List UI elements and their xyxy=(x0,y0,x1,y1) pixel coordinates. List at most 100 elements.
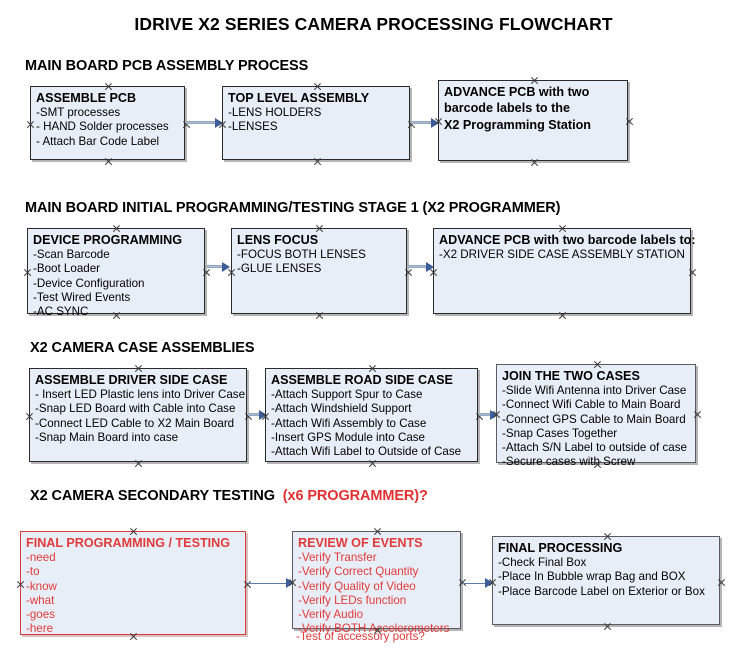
box-line: -Scan Barcode xyxy=(33,248,110,261)
section-heading-main-board-initial-programming: MAIN BOARD INITIAL PROGRAMMING/TESTING S… xyxy=(25,200,561,216)
connection-handle-bottom[interactable] xyxy=(134,459,143,468)
arrow-head-icon xyxy=(485,578,493,588)
box-title: ASSEMBLE ROAD SIDE CASE xyxy=(271,373,453,387)
connection-handle-bottom[interactable] xyxy=(558,311,567,320)
connection-handle-bottom[interactable] xyxy=(603,622,612,631)
connector-lens-focus-to-advance-pcb xyxy=(408,265,430,268)
box-line: -LENS HOLDERS xyxy=(228,106,322,119)
box-top-level-assembly-content: TOP LEVEL ASSEMBLY -LENS HOLDERS -LENSES xyxy=(223,87,409,138)
box-final-processing[interactable]: FINAL PROCESSING -Check Final Box -Place… xyxy=(492,536,720,625)
connection-handle-bottom[interactable] xyxy=(315,311,324,320)
box-line: -X2 DRIVER SIDE CASE ASSEMBLY STATION xyxy=(439,248,685,261)
box-line: -Verify Correct Quantity xyxy=(298,565,419,579)
box-line: -Verify Audio xyxy=(298,608,364,622)
box-line: -Verify Quality of Video xyxy=(298,579,416,593)
connection-handle-right[interactable] xyxy=(688,268,697,277)
box-line: -Attach Wifi Assembly to Case xyxy=(271,416,427,430)
connector-final-programming-to-review xyxy=(247,583,292,584)
arrow-head-icon xyxy=(215,118,223,128)
box-line: - HAND Solder processes xyxy=(36,120,169,134)
box-line: -Verify Transfer xyxy=(298,551,377,564)
box-assemble-driver-side-case-content: ASSEMBLE DRIVER SIDE CASE - Insert LED P… xyxy=(30,369,246,448)
section-heading-text: X2 CAMERA SECONDARY TESTING xyxy=(30,488,275,504)
arrow-head-icon xyxy=(490,410,498,420)
page-title: IDRIVE X2 SERIES CAMERA PROCESSING FLOWC… xyxy=(134,14,613,34)
box-device-programming[interactable]: DEVICE PROGRAMMING -Scan Barcode -Boot L… xyxy=(27,228,205,318)
box-line: -Insert GPS Module into Case xyxy=(271,430,426,444)
box-final-programming-testing-content: FINAL PROGRAMMING / TESTING -need -to -k… xyxy=(21,532,245,640)
section-heading-main-board-pcb-assembly: MAIN BOARD PCB ASSEMBLY PROCESS xyxy=(25,58,309,74)
box-lens-focus-content: LENS FOCUS -FOCUS BOTH LENSES -GLUE LENS… xyxy=(232,229,406,280)
box-line: -Verify LEDs function xyxy=(298,593,407,607)
box-line: -Place In Bubble wrap Bag and BOX xyxy=(498,570,686,584)
connection-handle-bottom[interactable] xyxy=(104,157,113,166)
box-advance-pcb-programming-station-content: ADVANCE PCB with two barcode labels to t… xyxy=(439,81,627,136)
box-title: LENS FOCUS xyxy=(237,233,319,247)
box-line: -Attach Wifi Label to Outside of Case xyxy=(271,445,462,459)
box-line: -Snap Main Board into case xyxy=(35,430,179,444)
box-line: -Attach Windshield Support xyxy=(271,402,412,416)
box-line: -Test Wired Events xyxy=(33,290,131,304)
box-line: -here xyxy=(26,622,54,636)
box-assemble-road-side-case-content: ASSEMBLE ROAD SIDE CASE -Attach Support … xyxy=(266,369,477,462)
box-line: -Snap LED Board with Cable into Case xyxy=(35,402,236,416)
box-advance-pcb-driver-side[interactable]: ADVANCE PCB with two barcode labels to: … xyxy=(433,228,696,314)
box-title: FINAL PROGRAMMING / TESTING xyxy=(26,536,231,550)
box-line: -Slide Wifi Antenna into Driver Case xyxy=(502,384,687,397)
box-line: -Connect Wifi Cable to Main Board xyxy=(502,398,681,412)
box-join-the-two-cases-content: JOIN THE TWO CASES -Slide Wifi Antenna i… xyxy=(497,365,695,473)
box-title: ASSEMBLE DRIVER SIDE CASE xyxy=(35,373,228,387)
box-line: -goes xyxy=(26,608,56,622)
connection-handle-bottom[interactable] xyxy=(313,157,322,166)
box-line: -Secure cases with Screw xyxy=(502,455,636,469)
box-line: -Snap Cases Together xyxy=(502,426,618,440)
connector-device-programming-to-lens-focus xyxy=(206,265,226,268)
box-assemble-road-side-case[interactable]: ASSEMBLE ROAD SIDE CASE -Attach Support … xyxy=(265,368,478,462)
connector-road-side-to-join-cases xyxy=(479,413,494,416)
box-line: -Check Final Box xyxy=(498,556,587,569)
box-line: -need xyxy=(26,551,56,564)
box-device-programming-content: DEVICE PROGRAMMING -Scan Barcode -Boot L… xyxy=(28,229,204,322)
box-top-level-assembly[interactable]: TOP LEVEL ASSEMBLY -LENS HOLDERS -LENSES xyxy=(222,86,410,160)
connector-top-level-to-advance-pcb xyxy=(411,121,435,124)
box-lens-focus[interactable]: LENS FOCUS -FOCUS BOTH LENSES -GLUE LENS… xyxy=(231,228,407,314)
connector-review-to-final-processing xyxy=(462,583,490,584)
box-review-of-events[interactable]: REVIEW OF EVENTS -Verify Transfer -Verif… xyxy=(292,531,461,635)
box-line: -AC SYNC xyxy=(33,305,89,319)
box-line: -what xyxy=(26,593,55,607)
box-line: -Verify BOTH Accelerometers xyxy=(298,622,450,636)
box-line: - Attach Bar Code Label xyxy=(36,134,160,148)
box-title: ASSEMBLE PCB xyxy=(36,91,137,105)
box-join-the-two-cases[interactable]: JOIN THE TWO CASES -Slide Wifi Antenna i… xyxy=(496,364,696,468)
box-final-programming-testing[interactable]: FINAL PROGRAMMING / TESTING -need -to -k… xyxy=(20,531,246,635)
section-heading-accent: (x6 PROGRAMMER)? xyxy=(282,488,428,504)
box-title: ADVANCE PCB with two xyxy=(444,85,590,99)
box-title: DEVICE PROGRAMMING xyxy=(33,233,183,247)
box-assemble-pcb-content: ASSEMBLE PCB -SMT processes - HAND Solde… xyxy=(31,87,184,152)
box-line: -Boot Loader xyxy=(33,262,101,276)
box-line: -FOCUS BOTH LENSES xyxy=(237,248,366,261)
connector-assemble-pcb-to-top-level xyxy=(186,121,219,124)
box-line: X2 Programming Station xyxy=(444,117,591,132)
section-heading-x2-camera-case-assemblies: X2 CAMERA CASE ASSEMBLIES xyxy=(30,340,255,356)
connection-handle-bottom[interactable] xyxy=(530,158,539,167)
box-line: -Attach Support Spur to Case xyxy=(271,388,423,401)
box-review-of-events-content: REVIEW OF EVENTS -Verify Transfer -Verif… xyxy=(293,532,460,640)
box-advance-pcb-programming-station[interactable]: ADVANCE PCB with two barcode labels to t… xyxy=(438,80,628,161)
box-assemble-pcb[interactable]: ASSEMBLE PCB -SMT processes - HAND Solde… xyxy=(30,86,185,160)
box-assemble-driver-side-case[interactable]: ASSEMBLE DRIVER SIDE CASE - Insert LED P… xyxy=(29,368,247,462)
arrow-head-icon xyxy=(431,118,439,128)
box-line: -Attach S/N Label to outside of case xyxy=(502,441,687,455)
box-advance-pcb-driver-side-content: ADVANCE PCB with two barcode labels to: … xyxy=(434,229,696,265)
box-line: -to xyxy=(26,565,40,579)
box-line: -LENSES xyxy=(228,120,278,134)
box-title: TOP LEVEL ASSEMBLY xyxy=(228,91,370,105)
arrow-head-icon xyxy=(259,410,267,420)
box-line: -Device Configuration xyxy=(33,276,145,290)
box-line: -know xyxy=(26,579,57,593)
box-line: -Place Barcode Label on Exterior or Box xyxy=(498,584,705,598)
box-line: - Insert LED Plastic lens into Driver Ca… xyxy=(35,388,246,401)
connector-driver-side-to-road-side xyxy=(248,413,263,416)
arrow-head-icon xyxy=(286,578,294,588)
